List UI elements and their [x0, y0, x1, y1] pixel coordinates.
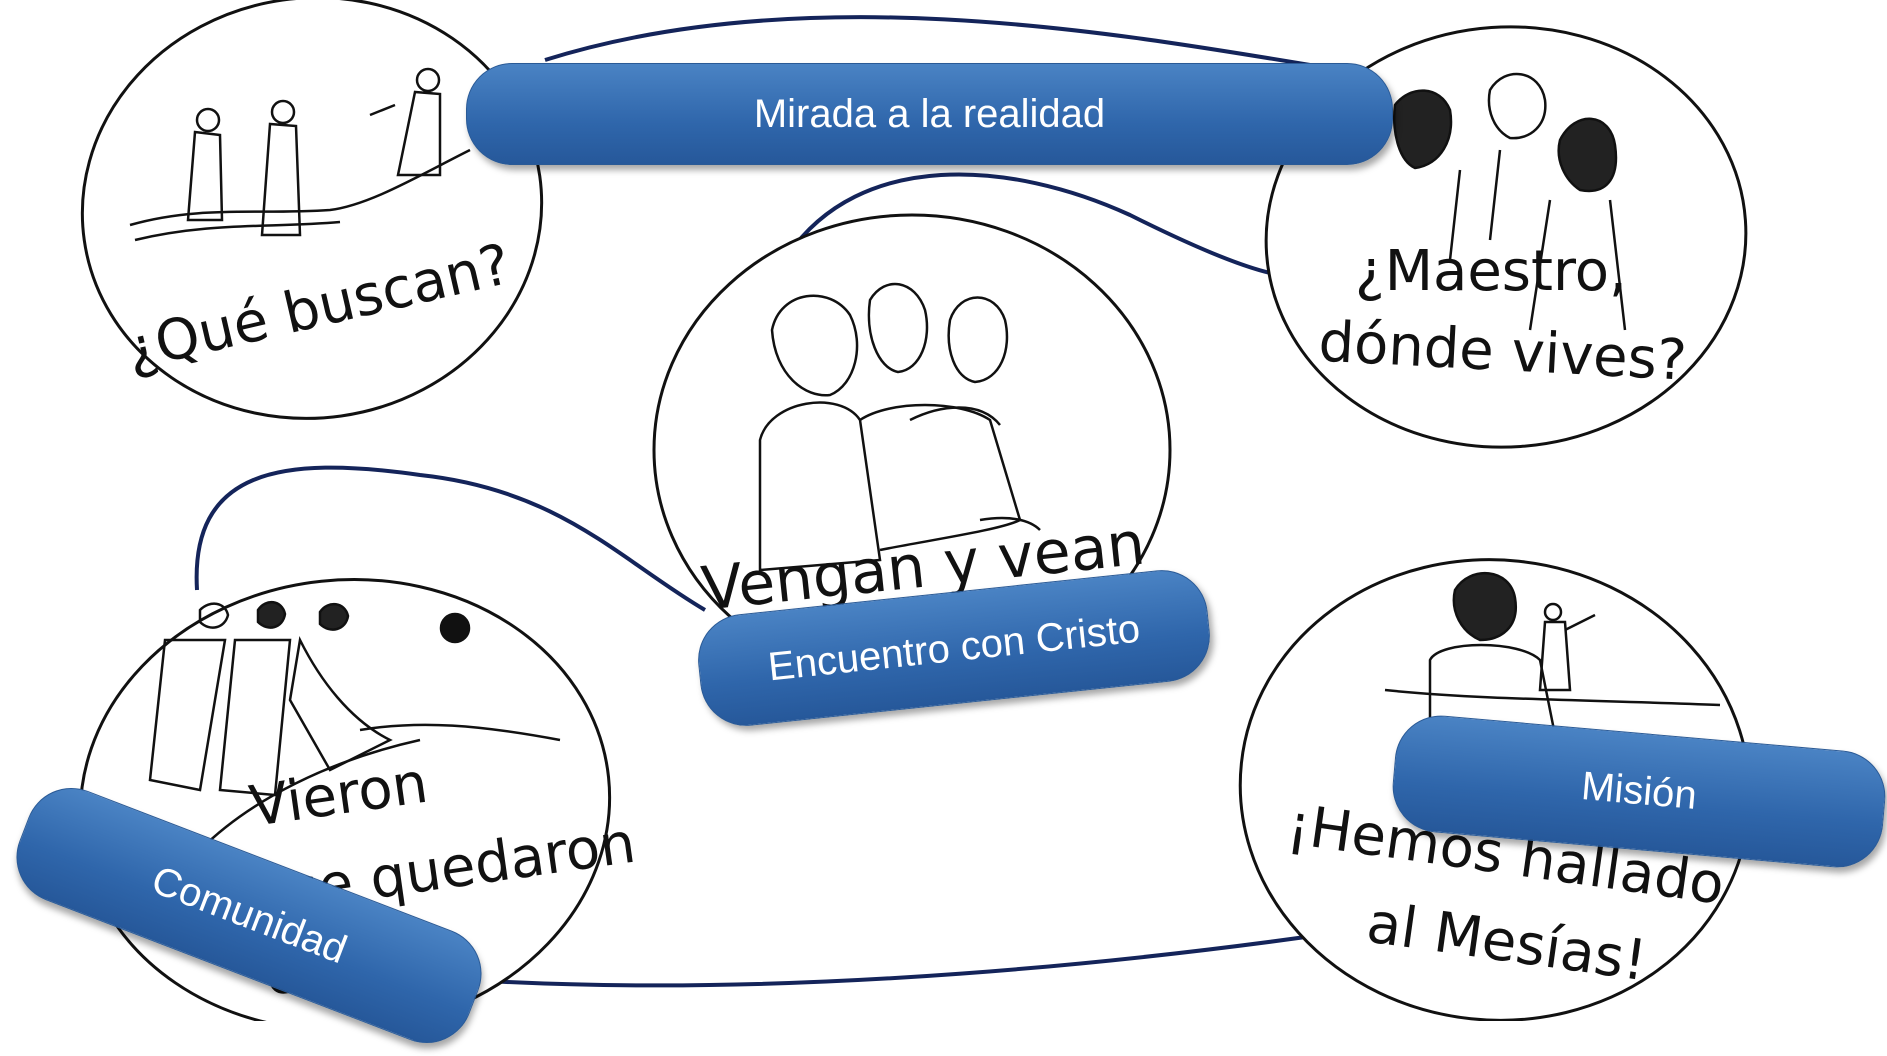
label-mirada-realidad: Mirada a la realidad	[466, 63, 1393, 165]
three-figures-embrace-illustration	[758, 282, 1041, 572]
walking-disciples-illustration	[148, 601, 561, 851]
connector-bottom	[469, 928, 1356, 988]
connector-left-center	[194, 465, 707, 612]
disciples-jesus-illustration	[1393, 72, 1627, 331]
connector-top	[544, 15, 1311, 67]
circle-que-buscan: ¿Qué buscan?	[80, 0, 544, 420]
circle-title-line1: ¿Maestro,	[1355, 239, 1627, 304]
connector-center-right	[786, 172, 1281, 277]
jesus-pointing-illustration	[1384, 572, 1721, 762]
disciples-illustration	[129, 67, 471, 242]
